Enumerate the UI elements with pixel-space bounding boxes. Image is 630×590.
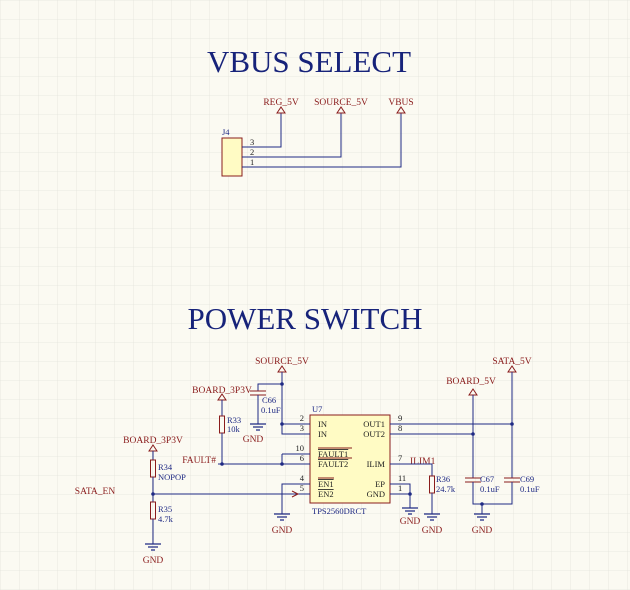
gnd-symbol-en <box>274 513 290 521</box>
u7-pin-num-11: 11 <box>398 473 406 483</box>
net-label-board-3p3v-a: BOARD_3P3V <box>192 386 252 396</box>
gnd-label-r36: GND <box>422 526 443 536</box>
u7-right-pins <box>390 423 400 495</box>
wire-vbus <box>242 113 402 168</box>
r35-ref: R35 <box>158 504 172 514</box>
j4-connector[interactable] <box>221 137 243 177</box>
gnd-symbol-r35 <box>145 543 161 551</box>
u7-pin-name-out1: OUT1 <box>363 419 385 429</box>
gnd-symbol-c66 <box>250 423 266 431</box>
c69-value: 0.1uF <box>520 484 540 494</box>
net-arrow-vbus <box>396 106 406 114</box>
u7-pin-name-ilim: ILIM <box>367 459 386 469</box>
wire-reg-5v <box>242 113 282 148</box>
u7-pin-num-5: 5 <box>300 483 304 493</box>
net-label-source-5v: SOURCE_5V <box>314 98 368 108</box>
wire-source-5v <box>242 113 342 158</box>
r36-ref: R36 <box>436 474 450 484</box>
u7-pin-num-9: 9 <box>398 413 402 423</box>
net-label-fault: FAULT# <box>182 456 216 466</box>
net-label-board-5v: BOARD_5V <box>446 377 496 387</box>
gnd-label-caps: GND <box>472 526 493 536</box>
c66-value: 0.1uF <box>261 405 281 415</box>
gnd-label-en: GND <box>272 526 293 536</box>
en-arrow <box>291 490 300 498</box>
r36-value: 24.7k <box>436 484 456 494</box>
gnd-symbol-caps <box>474 513 490 521</box>
c69-ref: C69 <box>520 474 534 484</box>
u7-pin-num-1: 1 <box>398 483 402 493</box>
junction-caps-gnd <box>480 502 484 506</box>
net-label-board-3p3v-b: BOARD_3P3V <box>123 436 183 446</box>
net-label-sata-en: SATA_EN <box>75 487 116 497</box>
j4-pin-1: 1 <box>250 157 254 167</box>
u7-pin-num-10: 10 <box>296 443 305 453</box>
net-label-vbus: VBUS <box>388 98 413 108</box>
u7-pin-num-3: 3 <box>300 423 304 433</box>
junction-ep-gnd <box>408 492 412 496</box>
wire-en2-gnd <box>281 483 300 514</box>
c67-ref: C67 <box>480 474 494 484</box>
j4-ref: J4 <box>222 127 230 137</box>
u7-ref: U7 <box>312 404 322 414</box>
r33-value: 10k <box>227 424 241 434</box>
u7-pin-name-fault1: FAULT1 <box>318 449 348 459</box>
junction-source-c66 <box>280 382 284 386</box>
u7-pin-name-ep: EP <box>375 479 385 489</box>
junction-fault <box>220 462 224 466</box>
wire-source-5v-rail <box>281 372 300 435</box>
gnd-symbol-r36 <box>424 513 440 521</box>
u7-pin-name-en1: EN1 <box>318 479 334 489</box>
u7-pin-num-4: 4 <box>300 473 305 483</box>
net-label-sata-5v: SATA_5V <box>492 357 531 367</box>
net-arrow-source-5v <box>336 106 346 114</box>
u7-pin-num-2: 2 <box>300 413 304 423</box>
gnd-symbol-ep <box>402 507 418 515</box>
wire-c66-top <box>257 383 282 391</box>
u7-pin-num-7: 7 <box>398 453 402 463</box>
j4-pin-2: 2 <box>250 147 254 157</box>
wire-ilim-r36 <box>408 463 433 476</box>
u7-pin-num-8: 8 <box>398 423 402 433</box>
junction-source-in <box>280 422 284 426</box>
vbus-select-title: VBUS SELECT <box>207 44 411 79</box>
u7-pin-name-in-2: IN <box>318 429 327 439</box>
net-arrow-reg-5v <box>276 106 286 114</box>
r34-value: NOPOP <box>158 472 186 482</box>
u7-left-pins <box>300 423 310 495</box>
gnd-label-ep: GND <box>400 517 421 527</box>
junction-sata-en <box>151 492 155 496</box>
gnd-label-c66: GND <box>243 435 264 445</box>
u7-pin-name-out2: OUT2 <box>363 429 385 439</box>
u7-pin-num-6: 6 <box>300 453 304 463</box>
net-label-reg-5v: REG_5V <box>263 98 299 108</box>
net-label-ps-source-5v: SOURCE_5V <box>255 357 309 367</box>
u7-part-number: TPS2560DRCT <box>312 506 367 516</box>
c66-ref: C66 <box>262 395 276 405</box>
net-label-ilim1: ILIM1 <box>410 457 436 467</box>
r34-ref: R34 <box>158 462 173 472</box>
u7-pin-name-fault2: FAULT2 <box>318 459 348 469</box>
j4-pin-3: 3 <box>250 137 254 147</box>
u7-pin-name-in-1: IN <box>318 419 327 429</box>
junction-fault-pins <box>280 462 284 466</box>
r35-value: 4.7k <box>158 514 174 524</box>
c67-value: 0.1uF <box>480 484 500 494</box>
u7-pin-name-gnd: GND <box>367 489 385 499</box>
r33-ref: R33 <box>227 415 241 425</box>
u7-pin-name-en2: EN2 <box>318 489 334 499</box>
u7-ic-body[interactable] <box>309 414 391 504</box>
power-switch-title: POWER SWITCH <box>187 301 422 336</box>
gnd-label-r35: GND <box>143 556 164 566</box>
